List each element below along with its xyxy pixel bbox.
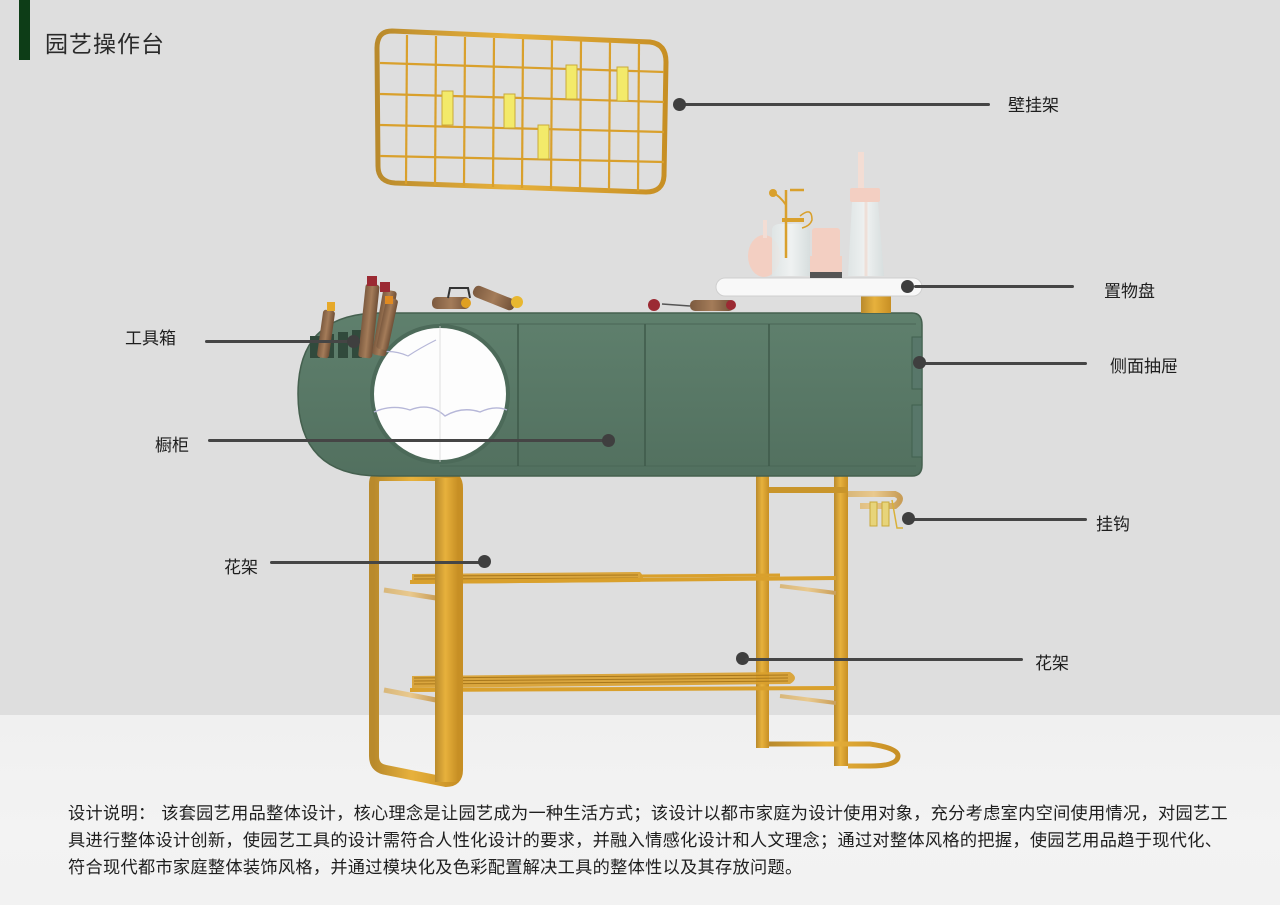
- marker-dot-side-drawer: [913, 356, 926, 369]
- leader-line-wall-rack: [684, 103, 990, 106]
- label-side-drawer: 侧面抽屉: [1110, 357, 1178, 377]
- marker-dot-toolbox: [347, 335, 360, 348]
- wall-rack: [374, 28, 669, 195]
- marker-dot-cabinet: [602, 434, 615, 447]
- marker-dot-wall-rack: [673, 98, 686, 111]
- hooks: [869, 499, 903, 529]
- label-hook: 挂钩: [1096, 515, 1130, 535]
- title-accent-bar: [19, 0, 30, 60]
- leader-line-side-drawer: [922, 362, 1087, 365]
- cabinet-body: [297, 312, 923, 477]
- back-legs: [756, 476, 903, 769]
- background-floor: [0, 715, 1280, 905]
- leader-line-toolbox: [205, 340, 355, 343]
- flower-shelves: [383, 572, 837, 705]
- page-title: 园艺操作台: [45, 32, 165, 58]
- label-toolbox: 工具箱: [125, 329, 176, 349]
- label-cabinet: 橱柜: [155, 436, 189, 456]
- marker-dot-tray: [901, 280, 914, 293]
- marker-dot-flower-rack-lower: [736, 652, 749, 665]
- tray-with-items: [715, 152, 923, 313]
- leader-line-hook: [910, 518, 1087, 521]
- leader-line-cabinet: [208, 439, 608, 442]
- label-wall-rack: 壁挂架: [1008, 96, 1059, 116]
- label-flower-rack-lower: 花架: [1035, 654, 1069, 674]
- leader-line-flower-rack-upper: [270, 561, 484, 564]
- design-description: 设计说明： 该套园艺用品整体设计，核心理念是让园艺成为一种生活方式；该设计以都市…: [68, 804, 1228, 878]
- leader-line-tray: [914, 285, 1074, 288]
- front-left-frame: [369, 471, 463, 788]
- marker-dot-hook: [902, 512, 915, 525]
- label-tray: 置物盘: [1104, 282, 1155, 302]
- marker-dot-flower-rack-upper: [478, 555, 491, 568]
- label-flower-rack-upper: 花架: [224, 558, 258, 578]
- hand-tools: [317, 276, 736, 359]
- leader-line-flower-rack-lower: [745, 658, 1023, 661]
